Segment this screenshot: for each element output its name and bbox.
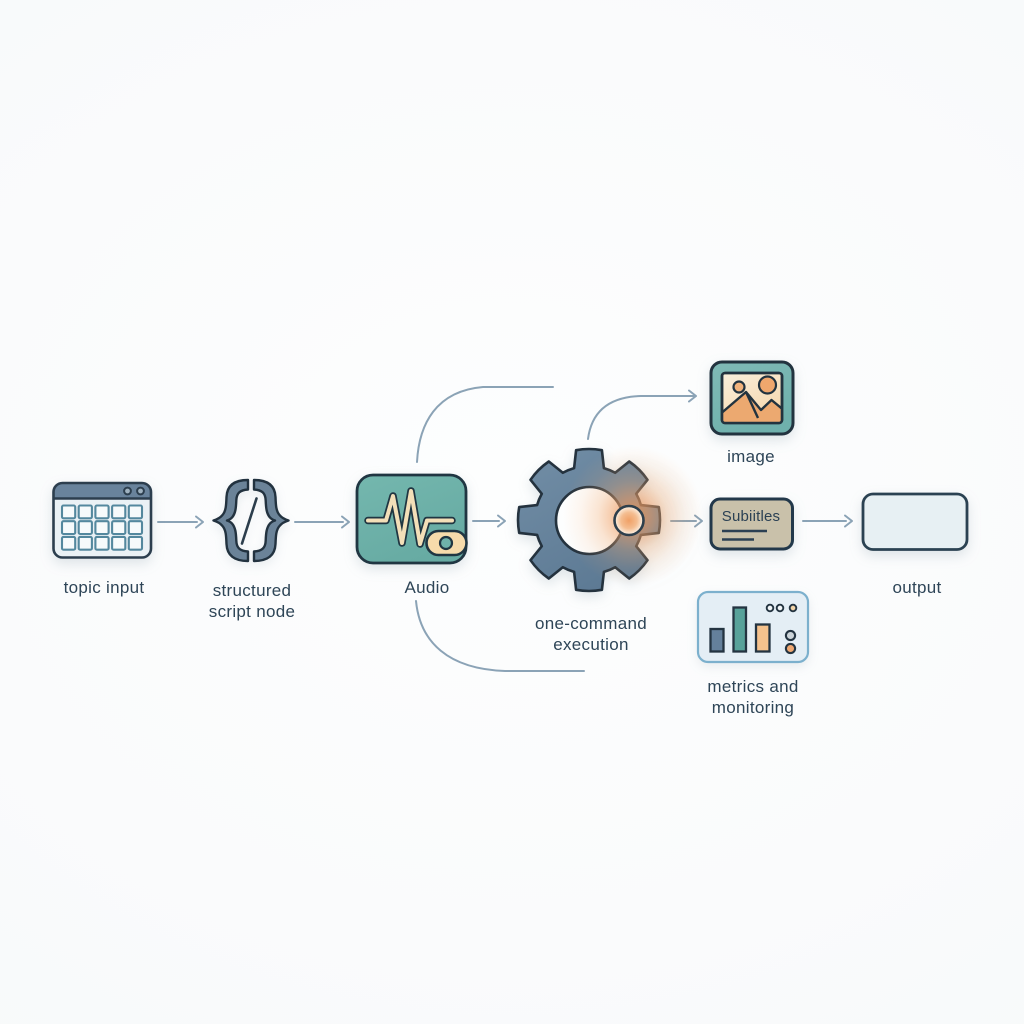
metrics-label: metrics and monitoring (707, 676, 798, 718)
subtitles-node (709, 497, 794, 551)
output-label: output (892, 578, 942, 597)
image-label: image (727, 447, 775, 466)
topic-input-node (52, 481, 153, 559)
picture-icon (709, 360, 795, 436)
structured-script-node (212, 478, 290, 563)
metrics-label-line1: metrics and (707, 677, 799, 696)
bar-tall (732, 606, 748, 653)
arrow-topic-to-script (157, 515, 204, 529)
arrow-subtitles-to-output (802, 514, 853, 528)
one-command-execution-label: one-command execution (535, 613, 647, 655)
curve-audio-up (416, 386, 554, 463)
output-node (861, 492, 969, 551)
image-node (709, 360, 795, 436)
structured-script-label: structured script node (209, 580, 295, 622)
one-command-execution-label-line2: execution (553, 635, 629, 654)
bar-short (709, 627, 725, 653)
connectors (157, 386, 853, 672)
subtitles-box-label: Subiitles (721, 508, 781, 525)
one-command-execution-node (516, 446, 703, 593)
code-braces-icon (212, 478, 290, 563)
arrow-audio-to-gear (472, 514, 506, 528)
waveform-icon (355, 473, 468, 565)
blank-card-icon (861, 492, 969, 551)
curve-gear-to-image (587, 389, 697, 440)
bar-chart-panel-icon (696, 590, 810, 664)
arrow-script-to-audio (294, 515, 350, 529)
topic-input-label: topic input (63, 578, 145, 597)
audio-label: Audio (404, 578, 450, 597)
curve-audio-down (415, 600, 585, 672)
table-window-icon (52, 481, 153, 559)
gear-icon (516, 446, 703, 593)
gear-orange-dot (613, 504, 645, 537)
subtitles-card-icon (709, 497, 794, 551)
structured-script-label-line1: structured (212, 581, 292, 600)
audio-node (355, 473, 468, 565)
metrics-node (696, 590, 810, 664)
bar-medium (754, 623, 771, 653)
structured-script-label-line2: script node (208, 602, 296, 621)
one-command-execution-label-line1: one-command (535, 614, 647, 633)
metrics-label-line2: monitoring (711, 698, 795, 717)
